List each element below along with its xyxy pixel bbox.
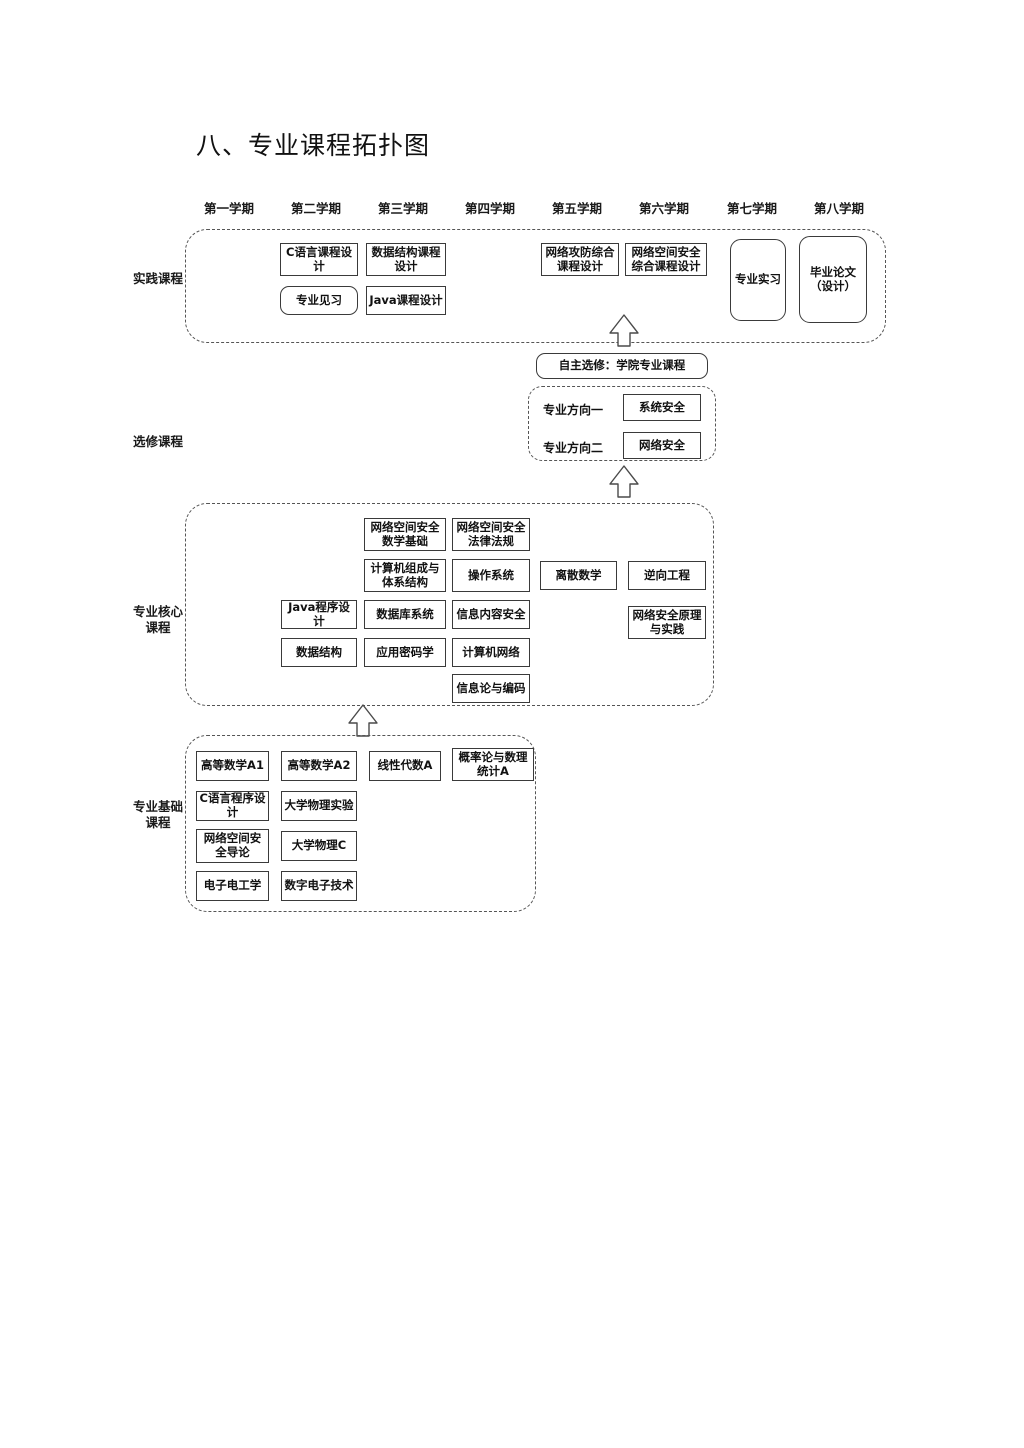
course-box-digital-electronics-technology[interactable]: 数字电子技术: [281, 871, 357, 901]
band-label-core: 专业核心 课程: [110, 604, 206, 635]
semester-header-8: 第八学期: [813, 201, 864, 216]
course-box-computer-network[interactable]: 计算机网络: [452, 638, 530, 667]
course-box-linear-algebra-a[interactable]: 线性代数A: [369, 751, 441, 781]
semester-header-4: 第四学期: [464, 201, 515, 216]
course-box-java-course-design[interactable]: Java课程设计: [366, 286, 446, 315]
course-box-professional-internship-practice[interactable]: 专业见习: [280, 286, 358, 315]
graduation-thesis-line1: 毕业论文: [810, 264, 856, 279]
course-box-applied-cryptography[interactable]: 应用密码学: [364, 638, 446, 667]
arrow-elective-to-practice: [608, 313, 640, 347]
elective-band-container: [528, 386, 716, 461]
course-box-probability-statistics-a[interactable]: 概率论与数理统计A: [452, 748, 534, 781]
course-box-network-security-principles-practice[interactable]: 网络安全原理与实践: [628, 606, 706, 639]
band-label-core-line2: 课程: [145, 619, 171, 635]
semester-header-7: 第七学期: [726, 201, 777, 216]
course-box-college-physics-c[interactable]: 大学物理C: [281, 831, 357, 861]
core-band-container: [185, 503, 714, 706]
direction-label-two: 专业方向二: [543, 440, 604, 455]
course-box-advanced-math-a2[interactable]: 高等数学A2: [281, 751, 357, 781]
course-box-network-security[interactable]: 网络安全: [623, 432, 701, 459]
course-box-data-structure-course-design[interactable]: 数据结构课程设计: [366, 243, 446, 276]
semester-header-1: 第一学期: [203, 201, 254, 216]
practice-band-container: [185, 229, 886, 343]
course-box-information-content-security[interactable]: 信息内容安全: [452, 600, 530, 629]
foundation-band-container: [185, 735, 536, 912]
course-box-system-security[interactable]: 系统安全: [623, 394, 701, 421]
course-box-professional-practicum[interactable]: 专业实习: [730, 239, 786, 321]
course-box-electronics-electrical-engineering[interactable]: 电子电工学: [196, 871, 269, 901]
band-label-elective: 选修课程: [132, 434, 183, 449]
direction-label-one: 专业方向一: [543, 402, 604, 417]
band-label-foundation-line2: 课程: [145, 814, 171, 830]
band-label-foundation: 专业基础 课程: [110, 799, 206, 830]
semester-header-6: 第六学期: [638, 201, 689, 216]
course-box-cyberspace-security-comprehensive-design[interactable]: 网络空间安全综合课程设计: [625, 243, 707, 276]
graduation-thesis-line2: （设计）: [810, 278, 856, 293]
semester-header-5: 第五学期: [551, 201, 602, 216]
course-box-cyberspace-security-laws-regulations[interactable]: 网络空间安全法律法规: [452, 518, 530, 551]
course-box-c-language-course-design[interactable]: C语言课程设计: [280, 243, 358, 276]
arrow-core-to-elective: [608, 464, 640, 498]
course-box-operating-system[interactable]: 操作系统: [452, 559, 530, 592]
arrow-foundation-to-core: [347, 703, 379, 737]
course-box-network-attack-defense-comprehensive-design[interactable]: 网络攻防综合课程设计: [541, 243, 619, 276]
course-box-information-theory-coding[interactable]: 信息论与编码: [452, 674, 530, 703]
course-box-computer-organization-architecture[interactable]: 计算机组成与体系结构: [364, 559, 446, 592]
course-box-data-structure[interactable]: 数据结构: [281, 638, 357, 667]
band-label-core-line1: 专业核心: [132, 604, 183, 619]
course-box-database-system[interactable]: 数据库系统: [364, 600, 446, 629]
course-box-intro-to-cyberspace-security[interactable]: 网络空间安全导论: [196, 829, 269, 863]
course-box-graduation-thesis[interactable]: 毕业论文 （设计）: [799, 236, 867, 323]
course-box-free-elective-college-major-courses[interactable]: 自主选修：学院专业课程: [536, 353, 708, 379]
band-label-foundation-line1: 专业基础: [132, 799, 183, 814]
course-box-java-programming[interactable]: Java程序设计: [281, 600, 357, 629]
course-box-cyberspace-security-math-foundation[interactable]: 网络空间安全数学基础: [364, 518, 446, 551]
semester-header-2: 第二学期: [290, 201, 341, 216]
course-box-college-physics-experiment[interactable]: 大学物理实验: [281, 791, 357, 821]
course-box-reverse-engineering[interactable]: 逆向工程: [628, 561, 706, 590]
page-title: 八、专业课程拓扑图: [196, 131, 431, 160]
course-box-c-language-programming[interactable]: C语言程序设计: [196, 791, 269, 821]
semester-header-3: 第三学期: [377, 201, 428, 216]
band-label-practice: 实践课程: [132, 271, 183, 286]
course-box-advanced-math-a1[interactable]: 高等数学A1: [196, 751, 269, 781]
course-box-discrete-mathematics[interactable]: 离散数学: [540, 561, 617, 590]
